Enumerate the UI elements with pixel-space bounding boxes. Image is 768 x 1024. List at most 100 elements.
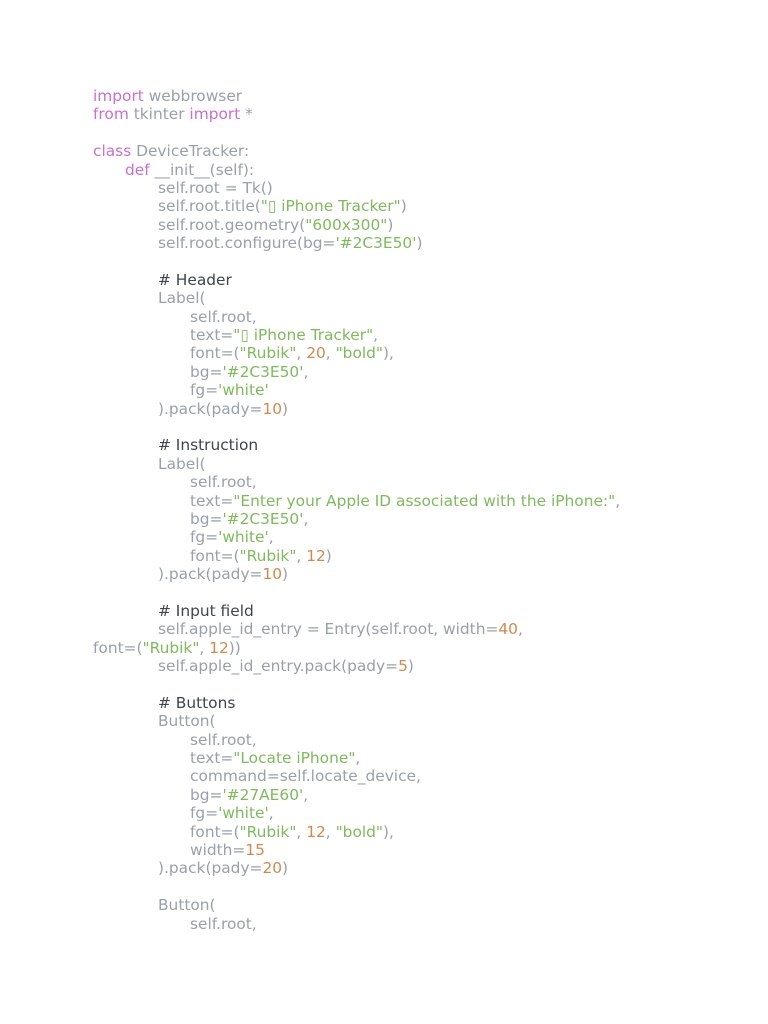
- code-token: __init__(self):: [149, 160, 255, 179]
- code-line: command=self.locate_device,: [93, 767, 753, 785]
- string-token: "Enter your Apple ID associated with the…: [233, 491, 616, 510]
- code-line: font=("Rubik", 20, "bold"),: [93, 344, 753, 362]
- number-token: 20: [306, 344, 326, 363]
- code-line: fg='white',: [93, 804, 753, 822]
- code-token: bg=: [190, 362, 223, 381]
- code-line: [93, 253, 753, 271]
- code-token: self.root,: [190, 473, 257, 492]
- number-token: 10: [262, 399, 283, 418]
- code-token: text=: [190, 491, 234, 510]
- code-line: [93, 676, 753, 694]
- code-token: ,: [296, 546, 307, 565]
- code-line: width=15: [93, 841, 753, 859]
- comment-token: # Instruction: [158, 436, 259, 455]
- code-token: ).pack(pady=: [158, 399, 263, 418]
- string-token: "▯ iPhone Tracker": [233, 326, 374, 345]
- code-token: self.root,: [190, 307, 257, 326]
- keyword-token: import: [93, 87, 144, 105]
- code-line: from tkinter import *: [93, 105, 753, 123]
- keyword-token: import: [189, 105, 241, 124]
- code-line: [93, 418, 753, 436]
- code-token: ,: [325, 344, 336, 363]
- code-line: fg='white': [93, 381, 753, 399]
- code-token: fg=: [190, 804, 219, 823]
- number-token: 5: [398, 657, 408, 676]
- code-token: self.root.geometry(: [158, 215, 306, 234]
- code-token: ).pack(pady=: [158, 859, 263, 878]
- code-token: font=(: [190, 344, 240, 363]
- string-token: "Locate iPhone": [233, 749, 356, 768]
- code-line: self.root.geometry("600x300"): [93, 216, 753, 234]
- code-token: ): [282, 399, 289, 418]
- string-token: "600x300": [305, 215, 388, 234]
- code-token: width=: [190, 841, 246, 860]
- code-token: ): [400, 197, 407, 216]
- code-token: ),: [382, 822, 394, 841]
- code-token: self.root.configure(bg=: [158, 234, 336, 253]
- code-token: ),: [382, 344, 394, 363]
- code-token: webbrowser: [143, 87, 243, 105]
- code-token: self.root,: [190, 730, 257, 749]
- comment-token: # Header: [158, 270, 232, 289]
- comment-token: # Input field: [158, 601, 254, 620]
- keyword-token: from: [93, 105, 129, 124]
- string-token: 'white': [218, 528, 269, 547]
- string-token: "Rubik": [239, 344, 297, 363]
- string-token: '#2C3E50': [222, 362, 304, 381]
- string-token: "▯ iPhone Tracker": [260, 197, 401, 216]
- number-token: 40: [498, 620, 518, 639]
- code-token: self.root,: [190, 914, 257, 933]
- code-line: ).pack(pady=10): [93, 400, 753, 418]
- code-line: self.root.configure(bg='#2C3E50'): [93, 234, 753, 252]
- number-token: 10: [262, 565, 283, 584]
- code-line: ).pack(pady=10): [93, 565, 753, 583]
- code-line: text="Locate iPhone",: [93, 749, 753, 767]
- code-token: *: [240, 105, 253, 124]
- code-line: Button(: [93, 896, 753, 914]
- code-line: text="▯ iPhone Tracker",: [93, 326, 753, 344]
- code-token: ): [407, 657, 414, 676]
- number-token: 12: [306, 546, 326, 565]
- code-token: self.root = Tk(): [158, 178, 273, 197]
- code-line: text="Enter your Apple ID associated wit…: [93, 492, 753, 510]
- code-token: ,: [355, 749, 361, 768]
- code-token: fg=: [190, 381, 219, 400]
- code-token: ,: [268, 804, 274, 823]
- code-token: Button(: [158, 896, 216, 915]
- code-line: font=("Rubik", 12)): [93, 639, 753, 657]
- code-token: ,: [303, 785, 309, 804]
- code-line: self.root,: [93, 473, 753, 491]
- code-token: self.apple_id_entry.pack(pady=: [158, 657, 399, 676]
- code-line: # Buttons: [93, 694, 753, 712]
- code-token: ,: [303, 509, 309, 528]
- code-token: ): [282, 565, 289, 584]
- string-token: "Rubik": [239, 822, 297, 841]
- string-token: 'white': [218, 381, 269, 400]
- keyword-token: def: [125, 160, 150, 179]
- code-line: # Instruction: [93, 436, 753, 454]
- number-token: 12: [209, 638, 229, 657]
- code-line: import webbrowser: [93, 87, 753, 105]
- code-token: ,: [373, 326, 379, 345]
- code-line: # Input field: [93, 602, 753, 620]
- code-line: self.root,: [93, 915, 753, 933]
- code-token: font=(: [190, 546, 240, 565]
- code-line: def __init__(self):: [93, 161, 753, 179]
- string-token: "bold": [335, 822, 383, 841]
- code-token: text=: [190, 326, 234, 345]
- code-line: ).pack(pady=20): [93, 859, 753, 877]
- code-token: DeviceTracker:: [131, 142, 250, 161]
- code-line: bg='#2C3E50',: [93, 363, 753, 381]
- code-line: bg='#27AE60',: [93, 786, 753, 804]
- code-token: bg=: [190, 785, 223, 804]
- code-line: Label(: [93, 289, 753, 307]
- code-token: ,: [303, 362, 309, 381]
- number-token: 12: [306, 822, 326, 841]
- code-line: font=("Rubik", 12): [93, 547, 753, 565]
- string-token: '#27AE60': [222, 785, 304, 804]
- code-line: [93, 584, 753, 602]
- code-token: ): [282, 859, 289, 878]
- string-token: '#2C3E50': [222, 509, 304, 528]
- code-token: ,: [325, 822, 336, 841]
